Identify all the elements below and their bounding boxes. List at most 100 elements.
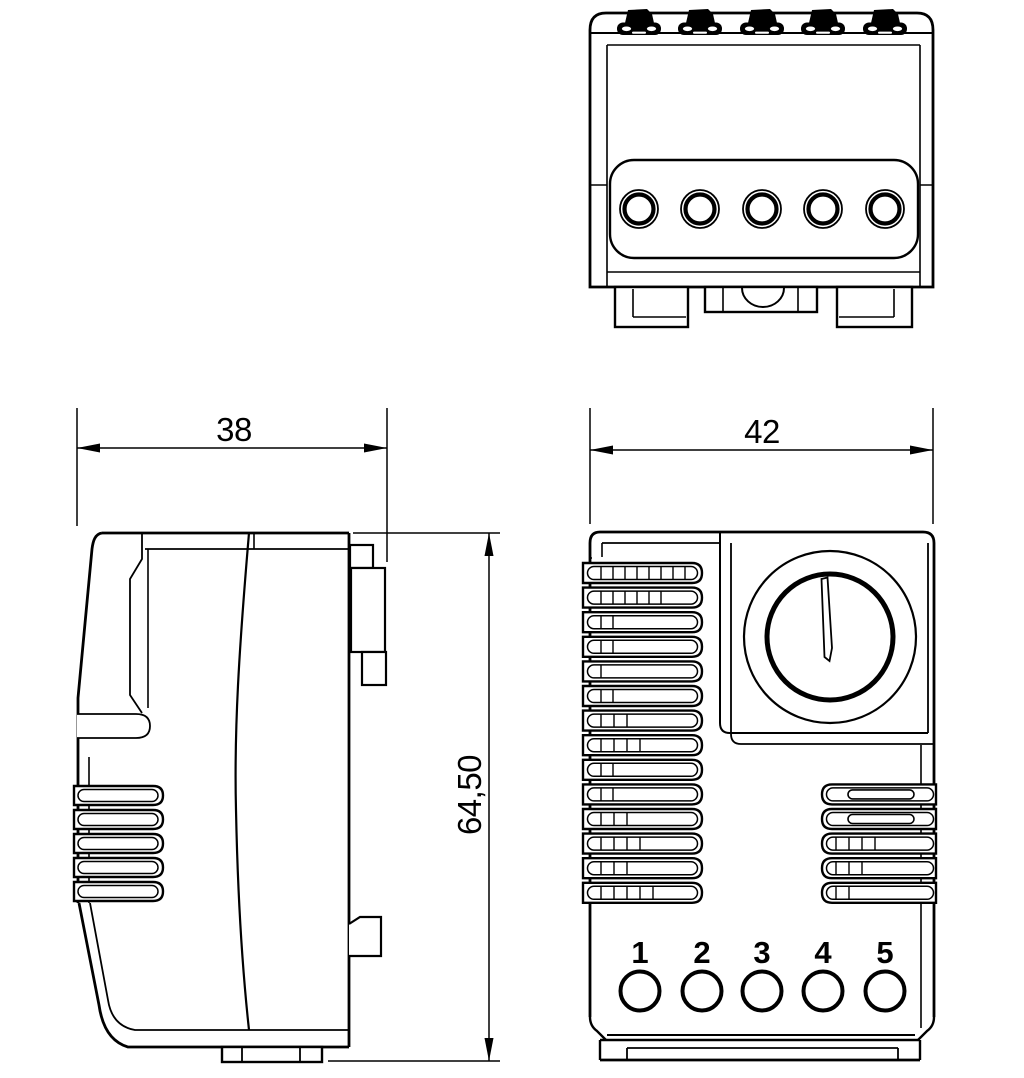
- arrow-up-icon: [484, 533, 494, 556]
- bezel-foot-band: [77, 713, 151, 739]
- vent-slat: [581, 635, 704, 658]
- arrow-left-icon: [590, 445, 613, 455]
- dimension-width-value: 42: [744, 413, 780, 450]
- clip-left: [613, 285, 690, 329]
- terminal-label: 4: [814, 935, 832, 970]
- vent-slat: [581, 684, 704, 708]
- cable-clamp: [863, 9, 907, 35]
- vent-slat: [820, 783, 938, 806]
- terminal-opening: [801, 969, 845, 1013]
- side-foot: [220, 1045, 324, 1064]
- terminal: 5: [863, 935, 907, 1013]
- base-inner: [626, 1047, 899, 1060]
- top-view: [588, 9, 935, 329]
- terminal: 3: [740, 935, 784, 1013]
- arrow-right-icon: [364, 443, 387, 453]
- dimension-height: 64,50: [328, 532, 500, 1062]
- left-vent-grille: [581, 557, 704, 909]
- terminal-screw: [865, 189, 905, 229]
- extension-lines: [328, 532, 500, 1062]
- terminal-label: 5: [876, 935, 893, 970]
- front-base-fill: [600, 1040, 920, 1060]
- din-clip-bottom: [348, 915, 383, 958]
- terminal-screw: [742, 189, 782, 229]
- front-chamfers: [588, 1016, 936, 1041]
- vent-slat: [581, 660, 704, 683]
- mounting-clips: [613, 285, 914, 329]
- terminal-opening: [618, 969, 662, 1013]
- side-wall-lines: [606, 45, 921, 287]
- bezel-bar: [129, 533, 143, 714]
- vent-slat: [581, 881, 704, 904]
- terminal-label: 2: [693, 935, 710, 970]
- vent-slat: [581, 857, 704, 880]
- side-louver-fin: [72, 880, 165, 903]
- side-silhouette: [79, 533, 349, 1047]
- side-view: [72, 531, 388, 1064]
- vent-slat: [581, 758, 704, 781]
- vent-slat: [820, 832, 938, 855]
- terminal-screw: [680, 189, 720, 229]
- arrow-right-icon: [910, 445, 933, 455]
- terminal-screw: [619, 189, 659, 229]
- side-louvers: [72, 784, 165, 903]
- dial-knob: [742, 549, 918, 725]
- dimension-depth: 38: [76, 408, 388, 562]
- side-louver-fin: [72, 784, 165, 807]
- cable-clamp: [801, 9, 845, 35]
- cable-clamp: [678, 9, 722, 35]
- arrow-down-icon: [484, 1038, 494, 1061]
- side-front-edge: [76, 531, 103, 903]
- vent-slat: [581, 611, 704, 634]
- dimension-depth-value: 38: [216, 411, 252, 448]
- terminal-strip: 1 2 3 4 5: [618, 935, 907, 1013]
- side-lower-front: [77, 902, 349, 1049]
- dimension-height-value: 64,50: [451, 755, 488, 835]
- clip-right-detail: [839, 289, 895, 318]
- vent-slat: [581, 783, 704, 806]
- right-vent-grille: [820, 783, 938, 904]
- terminal-label: 3: [753, 935, 770, 970]
- clip-middle-detail: [722, 288, 799, 311]
- vent-slat: [581, 832, 704, 855]
- panel-edge-inner: [730, 543, 934, 745]
- cable-clamp: [617, 9, 661, 35]
- din-clip-top-body: [349, 566, 387, 654]
- extension-lines: [76, 408, 388, 562]
- vent-slat: [820, 807, 938, 831]
- terminal-screw: [803, 189, 843, 229]
- arrow-left-icon: [77, 443, 100, 453]
- dial-outer-ring: [742, 549, 918, 725]
- vent-slat: [581, 561, 704, 585]
- base-top: [598, 1038, 922, 1060]
- extension-lines: [589, 408, 934, 524]
- vent-slat: [581, 734, 704, 757]
- dimension-width: 42: [589, 408, 934, 524]
- side-louver-fin: [72, 808, 165, 831]
- terminal-screws-top: [619, 189, 905, 229]
- vent-slat: [581, 807, 704, 831]
- terminal: 4: [801, 935, 845, 1013]
- vent-slat: [820, 881, 938, 904]
- panel-edge: [719, 532, 928, 734]
- terminal-label: 1: [631, 935, 648, 970]
- clip-middle: [703, 285, 819, 314]
- terminal: 1: [618, 935, 662, 1013]
- dial-panel: [719, 532, 934, 745]
- terminal: 2: [680, 935, 724, 1013]
- terminal-opening: [740, 969, 784, 1013]
- clip-middle-notch: [741, 287, 785, 308]
- foot-dividers: [241, 1047, 301, 1062]
- foot-outline: [220, 1045, 324, 1064]
- clip-right: [835, 285, 914, 329]
- front-outline: [588, 530, 936, 1017]
- front-base: [598, 1038, 922, 1062]
- vent-slat: [581, 586, 704, 609]
- din-clip-top-step: [348, 543, 375, 570]
- din-clip-top-tab: [360, 650, 388, 687]
- vent-slat: [820, 857, 938, 880]
- terminal-recess-panel: [608, 158, 920, 260]
- cover-parting-line: [234, 532, 251, 1031]
